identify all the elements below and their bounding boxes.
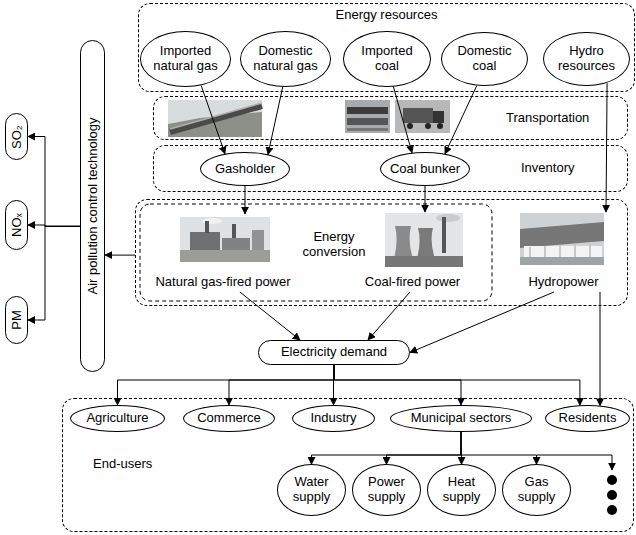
hydropower-photo	[520, 213, 604, 265]
ellipse-node: Industry	[292, 405, 375, 432]
node-label: NOₓ	[9, 213, 24, 237]
node-label: Power supply	[361, 475, 411, 505]
branch-line	[537, 455, 612, 470]
flow-arrow	[600, 292, 601, 406]
ellipse-node: Commerce	[183, 405, 275, 432]
ellipsis-dot	[607, 505, 617, 515]
flow-arrow	[245, 186, 246, 214]
flow-arrow	[334, 365, 461, 405]
ellipse-node: Water supply	[277, 464, 346, 515]
inner-dashed-band	[140, 204, 492, 301]
ellipse-node: Gas supply	[502, 464, 571, 515]
flow-arrow	[461, 432, 537, 464]
node-label: Air pollution control technology	[85, 117, 100, 294]
ellipsis-dot	[607, 475, 617, 485]
node-label: Heat supply	[436, 475, 486, 505]
ellipse-node: Agriculture	[70, 405, 165, 432]
ellipse-node: Domestic natural gas	[240, 31, 332, 87]
dashed-band: Energy conversionNatural gas-fired power…	[135, 199, 628, 306]
node-label: End-users	[93, 457, 152, 472]
node-label: Inventory	[521, 161, 574, 176]
ellipse-node: Gasholder	[200, 152, 290, 186]
vertical-box: Air pollution control technology	[80, 40, 105, 372]
plant-node: Natural gas-fired power	[146, 214, 300, 292]
gas-plant-photo	[180, 217, 270, 262]
flow-arrow	[105, 255, 135, 256]
flow-arrow	[28, 226, 80, 320]
ellipse-node: Imported natural gas	[140, 31, 232, 87]
node-label: SO₂	[9, 125, 24, 149]
ellipse-node: Imported coal	[343, 31, 430, 86]
node-label: Coal-fired power	[365, 275, 460, 290]
dashed-band: Transportation	[153, 96, 628, 140]
ellipse-node: Power supply	[352, 464, 421, 515]
ellipse-node: Hydro resources	[543, 32, 631, 87]
node-label: Natural gas-fired power	[155, 275, 290, 290]
ellipse-node: Municipal sectors	[390, 405, 532, 432]
node-label: Agriculture	[86, 411, 148, 426]
node-label: Water supply	[286, 475, 336, 505]
pipeline-photo	[168, 100, 262, 137]
node-label: Imported coal	[354, 44, 420, 74]
node-label: Residents	[559, 411, 617, 426]
coal-truck-photo	[395, 100, 450, 133]
node-label: Hydropower	[528, 275, 598, 290]
plant-node: Hydropower	[515, 212, 612, 292]
ellipse-node: Coal bunker	[380, 152, 470, 186]
flow-arrow	[312, 432, 462, 464]
flow-arrow	[118, 365, 335, 405]
node-label: Coal bunker	[390, 162, 460, 177]
node-label: Commerce	[197, 411, 261, 426]
flow-arrow	[334, 365, 580, 405]
rounded-box: Electricity demand	[258, 340, 410, 365]
ellipse-node: Heat supply	[427, 464, 496, 515]
plant-node: Coal-fired power	[350, 212, 475, 292]
node-label: Gasholder	[215, 162, 275, 177]
ellipse-node: Residents	[545, 405, 630, 432]
node-label: Transportation	[506, 111, 589, 126]
flow-arrow	[240, 292, 300, 340]
flow-arrow	[229, 365, 334, 405]
vertical-box: PM	[5, 296, 28, 344]
node-label: PM	[9, 310, 24, 330]
ellipsis-dot	[607, 490, 617, 500]
flow-arrow	[387, 432, 462, 464]
node-label: Imported natural gas	[150, 44, 220, 74]
node-label: Hydro resources	[553, 44, 619, 74]
vertical-box: SO₂	[5, 113, 28, 160]
node-label: Electricity demand	[281, 345, 387, 360]
node-label: Domestic coal	[451, 44, 517, 74]
node-label: Gas supply	[511, 475, 561, 505]
flow-arrow	[606, 83, 607, 212]
ellipse-node: Domestic coal	[441, 32, 529, 87]
node-label: Domestic natural gas	[250, 44, 320, 74]
node-label: Energy resources	[139, 8, 634, 23]
coal-plant-photo	[385, 213, 463, 267]
dashed-band: Inventory Gasholder Coal bunker	[153, 145, 628, 192]
vertical-box: NOₓ	[5, 200, 28, 250]
flow-arrow	[28, 137, 80, 227]
dashed-band: Energy resourcesImported natural gas Dome…	[138, 3, 635, 92]
coal-train-photo	[345, 100, 390, 133]
node-label: Municipal sectors	[411, 411, 511, 426]
flow-arrow	[368, 292, 410, 340]
node-label: Energy conversion	[296, 230, 372, 260]
node-label: Industry	[310, 411, 356, 426]
flow-arrow	[410, 292, 554, 353]
dashed-band: End-users Agriculture Commerce Industry Muni…	[62, 398, 634, 532]
